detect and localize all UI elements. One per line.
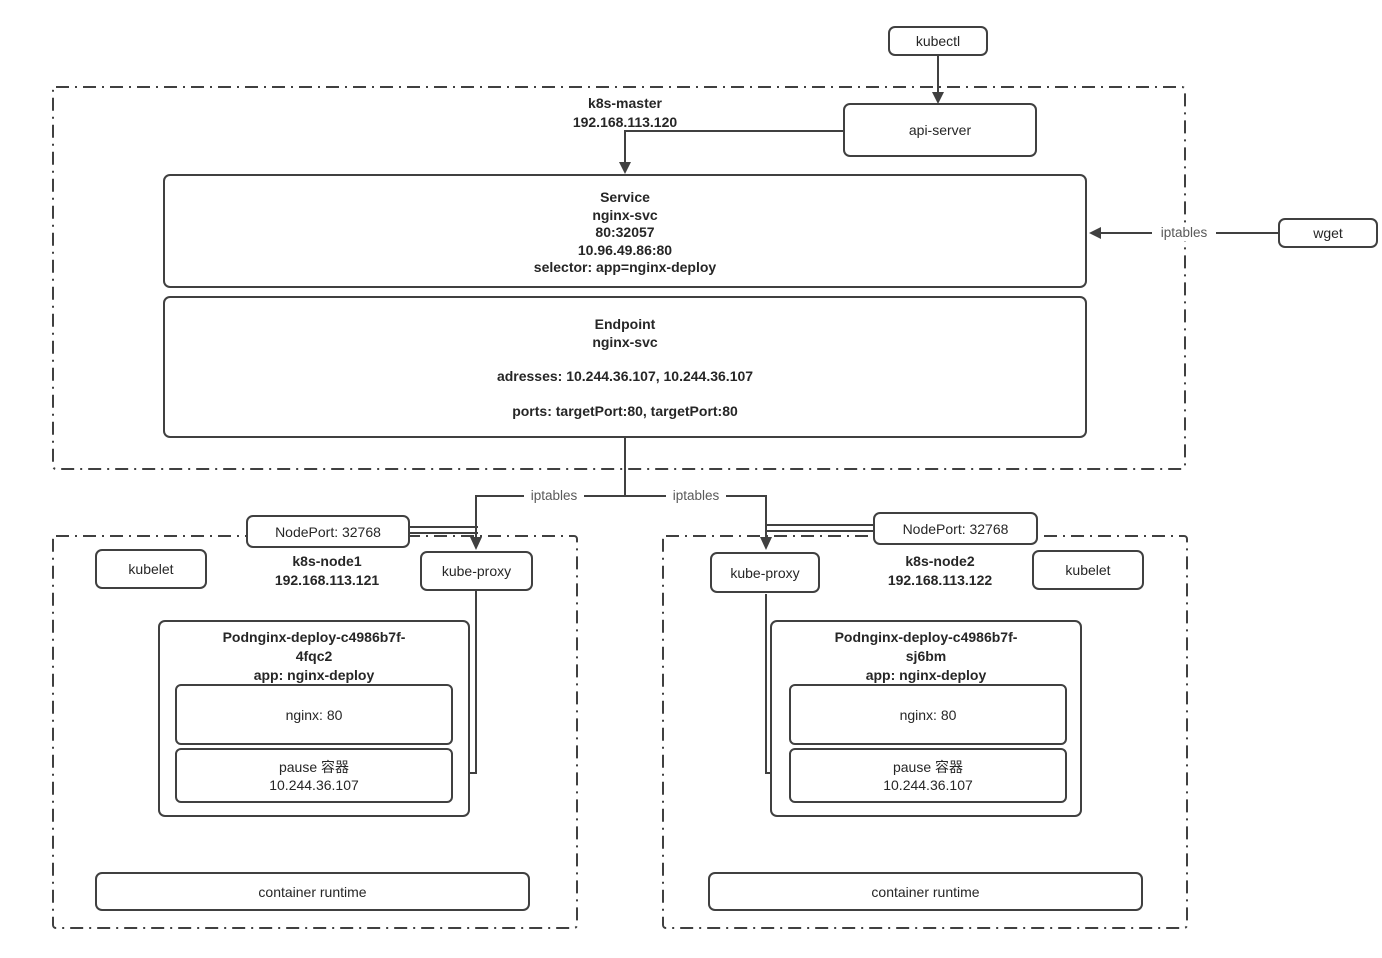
node1-pause-container-box: pause 容器 10.244.36.107 [175, 748, 453, 803]
node1-container-runtime-box: container runtime [95, 872, 530, 911]
arrowhead-iptables-to-kubeproxy2 [760, 537, 772, 550]
node2-pod-title-line2: sj6bm [905, 648, 947, 664]
node2-kube-proxy-box: kube-proxy [710, 552, 820, 593]
node1-container-runtime-label: container runtime [258, 883, 367, 900]
service-box: Service nginx-svc 80:32057 10.96.49.86:8… [163, 174, 1087, 288]
node1-pause-ip: 10.244.36.107 [269, 776, 359, 793]
node2-pod-app-label: app: nginx-deploy [865, 667, 987, 683]
iptables-label-left: iptables [524, 488, 584, 504]
iptables-label-wget: iptables [1152, 225, 1216, 241]
node1-kubelet-box: kubelet [95, 549, 207, 589]
node2-label: k8s-node2 192.168.113.122 [840, 552, 1040, 590]
node1-pause-label: pause 容器 [278, 758, 350, 775]
node2-kubelet-box: kubelet [1032, 550, 1144, 590]
api-server-label: api-server [908, 122, 972, 138]
endpoint-box: Endpoint nginx-svc adresses: 10.244.36.1… [163, 296, 1087, 438]
endpoint-title: Endpoint [594, 316, 656, 332]
kubectl-box: kubectl [888, 26, 988, 56]
node2-pod-title-line1: Podnginx-deploy-c4986b7f- [834, 629, 1018, 645]
node1-pod-box: Podnginx-deploy-c4986b7f- 4fqc2 app: ngi… [158, 620, 470, 817]
node1-pod-title-line1: Podnginx-deploy-c4986b7f- [222, 629, 406, 645]
service-nodeport-map: 80:32057 [595, 224, 655, 240]
wget-box: wget [1278, 218, 1378, 248]
service-name: nginx-svc [592, 206, 658, 223]
edge-apiserver-to-service [624, 130, 843, 164]
service-selector: selector: app=nginx-deploy [533, 259, 717, 275]
node1-pod-title-line2: 4fqc2 [295, 648, 333, 664]
nodeport1-label: NodePort: 32768 [275, 523, 381, 540]
node2-name: k8s-node2 [905, 553, 975, 569]
nodeport2-badge: NodePort: 32768 [873, 512, 1038, 545]
node2-nginx-container-box: nginx: 80 [789, 684, 1067, 745]
service-title: Service [600, 189, 650, 205]
master-name: k8s-master [588, 95, 662, 111]
node1-label: k8s-node1 192.168.113.121 [227, 552, 427, 590]
node1-kubelet-label: kubelet [128, 561, 174, 577]
node2-kube-proxy-label: kube-proxy [730, 564, 800, 581]
arrowhead-apiserver-to-service [619, 162, 631, 174]
node1-kube-proxy-box: kube-proxy [420, 551, 533, 591]
node2-pod-box: Podnginx-deploy-c4986b7f- sj6bm app: ngi… [770, 620, 1082, 817]
node2-nginx-label: nginx: 80 [899, 706, 957, 723]
node1-kube-proxy-label: kube-proxy [441, 563, 512, 579]
endpoint-addresses: adresses: 10.244.36.107, 10.244.36.107 [496, 368, 754, 384]
wget-label: wget [1313, 225, 1343, 241]
node2-pause-ip: 10.244.36.107 [883, 776, 973, 793]
node1-ip: 192.168.113.121 [274, 572, 380, 588]
arrowhead-kubectl-to-apiserver [932, 92, 944, 104]
nodeport1-badge: NodePort: 32768 [246, 515, 410, 548]
node1-boundary [52, 535, 578, 929]
node1-name: k8s-node1 [292, 553, 362, 569]
master-label: k8s-master 192.168.113.120 [505, 94, 745, 132]
arrowhead-iptables-to-kubeproxy1 [470, 537, 482, 550]
node2-container-runtime-label: container runtime [871, 883, 980, 900]
endpoint-ports: ports: targetPort:80, targetPort:80 [512, 402, 738, 419]
nodeport2-label: NodePort: 32768 [902, 520, 1009, 537]
node2-pause-container-box: pause 容器 10.244.36.107 [789, 748, 1067, 803]
node2-kubelet-label: kubelet [1065, 562, 1111, 578]
api-server-box: api-server [843, 103, 1037, 157]
node2-boundary [662, 535, 1188, 929]
node1-pod-app-label: app: nginx-deploy [253, 667, 375, 683]
service-cluster-ip: 10.96.49.86:80 [577, 241, 673, 258]
node2-ip: 192.168.113.122 [887, 572, 993, 588]
endpoint-name: nginx-svc [592, 333, 658, 350]
node1-nginx-container-box: nginx: 80 [175, 684, 453, 745]
iptables-label-right: iptables [666, 488, 726, 504]
node1-nginx-label: nginx: 80 [285, 706, 343, 723]
node2-container-runtime-box: container runtime [708, 872, 1143, 911]
node2-pause-label: pause 容器 [892, 758, 964, 775]
master-ip: 192.168.113.120 [572, 114, 678, 130]
kubectl-label: kubectl [915, 33, 961, 49]
arrowhead-wget-to-service [1089, 227, 1101, 239]
